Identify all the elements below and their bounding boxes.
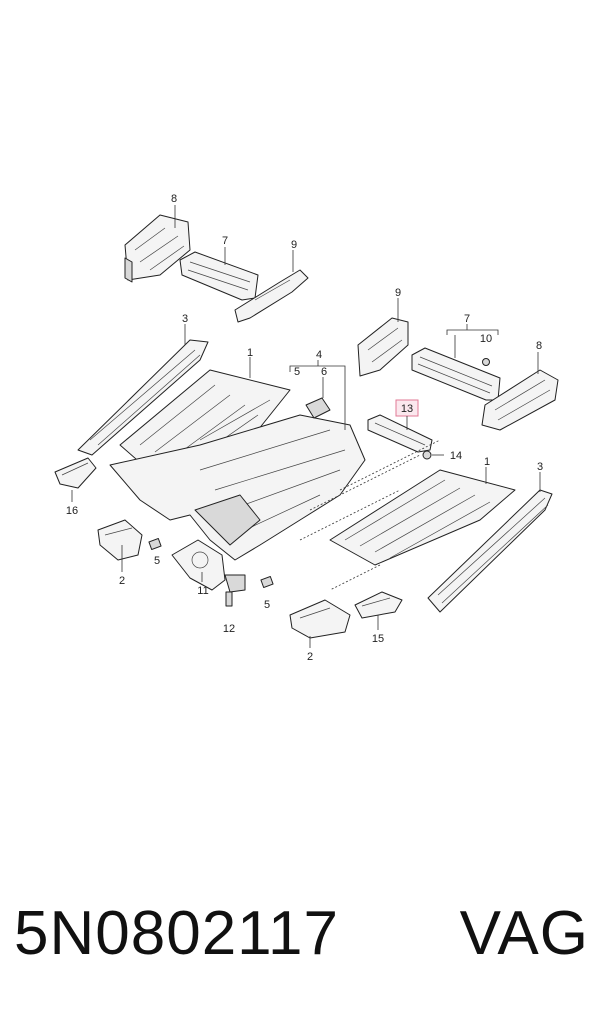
callout-14: 14 [450,450,462,462]
part-7-right [411,347,501,401]
callout-3-left: 3 [182,313,188,325]
callout-4: 4 [316,349,322,361]
part-2-left [97,519,143,561]
callout-2-left: 2 [119,575,125,587]
part-5-middle [260,576,274,588]
part-1-right-floor [329,469,516,566]
callout-7-upper: 7 [222,235,228,247]
callout-16: 16 [66,505,78,517]
part-6-bracket [305,397,331,419]
part-11-mount [171,539,246,593]
main-floor-tunnel [109,414,366,561]
callout-1-right: 1 [484,456,490,468]
callout-15: 15 [372,633,384,645]
callout-labels: 8 7 9 9 3 7 10 8 1 4 5 6 13 14 1 3 16 5 … [66,193,543,663]
part-5-left [148,538,162,550]
part-number: 5N0802117 [14,898,340,968]
part-10-nut [482,358,490,366]
part-3-left-sill [77,339,209,456]
callout-10: 10 [480,333,492,345]
callout-5-middle: 5 [264,599,270,611]
part-12-bolt [225,591,233,607]
callout-2-right: 2 [307,651,313,663]
exploded-floor-assembly-diagram: 8 7 9 9 3 7 10 8 1 4 5 6 13 14 1 3 16 5 … [54,193,559,663]
callout-3-right: 3 [537,461,543,473]
callout-8-upper: 8 [171,193,177,205]
part-7-upper [179,251,259,301]
callout-11: 11 [197,585,208,597]
callout-5-left: 5 [154,555,160,567]
part-13-crossmember [367,414,433,453]
callout-1-left: 1 [247,347,253,359]
callout-12: 12 [223,623,235,635]
part-3-right-sill [427,489,553,613]
callout-13: 13 [401,403,413,415]
part-9-upper [234,269,309,323]
part-16-bracket [54,457,97,489]
callout-5-top: 5 [294,366,300,378]
callout-6: 6 [321,366,327,378]
callout-8-right: 8 [536,340,542,352]
part-14-bolt [422,450,432,460]
part-8-upper [124,214,191,283]
callout-7-right: 7 [464,313,470,325]
part-2-right [289,599,351,639]
part-9-right [357,317,409,377]
brand-name: VAG [459,898,589,968]
part-8-right [481,369,559,431]
caption-bar: 5N0802117 VAG [14,893,589,973]
callout-9-right: 9 [395,287,401,299]
callout-9-upper: 9 [291,239,297,251]
part-15-bracket [354,591,403,619]
